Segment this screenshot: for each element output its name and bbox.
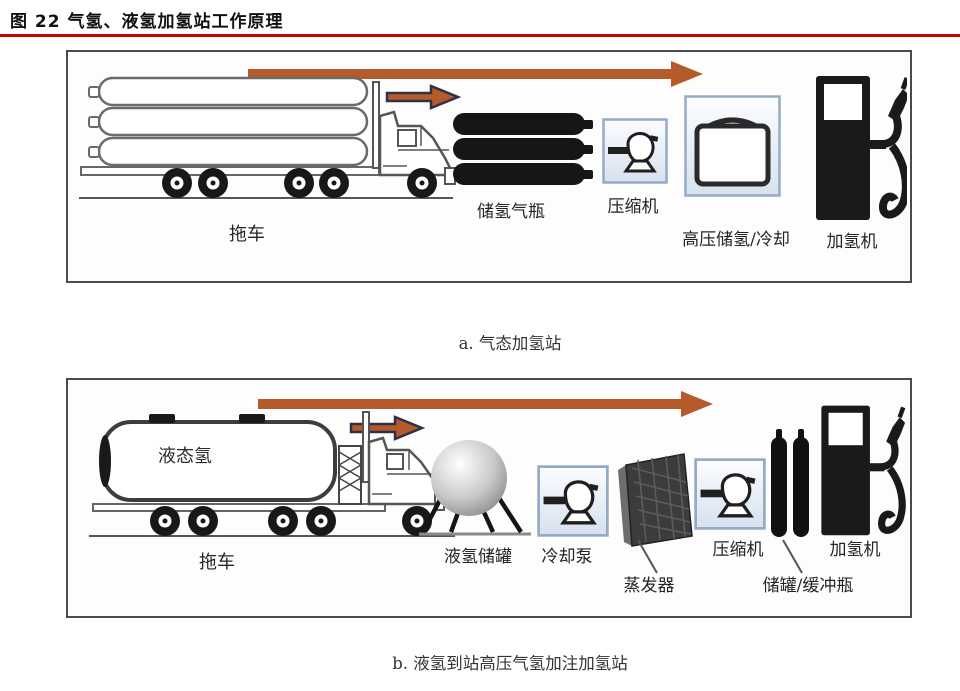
dispenser-label: 加氢机 [826, 232, 878, 252]
tank-content-label: 液态氢 [158, 446, 212, 467]
panel-gaseous-station: 拖车 储氢气瓶 压缩机 高压储氢/冷却 [66, 50, 912, 283]
sphere-tank-icon [419, 440, 531, 536]
dispenser-icon [821, 405, 906, 536]
flow-arrow-icon [248, 61, 703, 87]
panel-liquid-station: 液态氢 拖车 液氢储罐 冷却泵 [66, 378, 912, 618]
buffer-leader-line [782, 539, 803, 574]
caption-b: b. 液氢到站高压气氢加注加氢站 [392, 654, 628, 673]
red-divider-rule [0, 34, 960, 37]
tanker-truck-icon [89, 411, 455, 537]
trailer-label: 拖车 [199, 552, 235, 573]
buffer-cylinders-icon [771, 429, 809, 537]
buffer-label: 储罐/缓冲瓶 [762, 576, 854, 596]
compressor-label: 压缩机 [712, 540, 764, 560]
flow-arrow-icon [258, 391, 713, 417]
dispenser-label: 加氢机 [829, 540, 881, 560]
evaporator-label: 蒸发器 [623, 576, 675, 596]
tube-trailer-truck-icon [79, 76, 456, 199]
compressor-icon [694, 458, 766, 530]
transfer-arrow-icon [385, 84, 461, 110]
evaporator-leader-line [637, 539, 658, 574]
trailer-label: 拖车 [229, 224, 265, 245]
cooling-pump-icon [537, 465, 609, 537]
compressor-label: 压缩机 [607, 197, 659, 217]
cooling-pump-label: 冷却泵 [541, 547, 593, 567]
caption-a: a. 气态加氢站 [458, 334, 562, 353]
evaporator-icon [618, 453, 693, 547]
cylinders-label: 储氢气瓶 [477, 202, 545, 222]
sphere-tank-label: 液氢储罐 [444, 547, 512, 567]
hp-storage-label: 高压储氢/冷却 [682, 230, 790, 250]
compressor-icon [602, 118, 668, 184]
hp-storage-icon [684, 95, 781, 197]
dispenser-icon [816, 76, 907, 220]
transfer-arrow-icon [349, 415, 425, 441]
gas-cylinders-icon [453, 113, 593, 185]
figure-title: 图 22 气氢、液氢加氢站工作原理 [10, 12, 284, 32]
